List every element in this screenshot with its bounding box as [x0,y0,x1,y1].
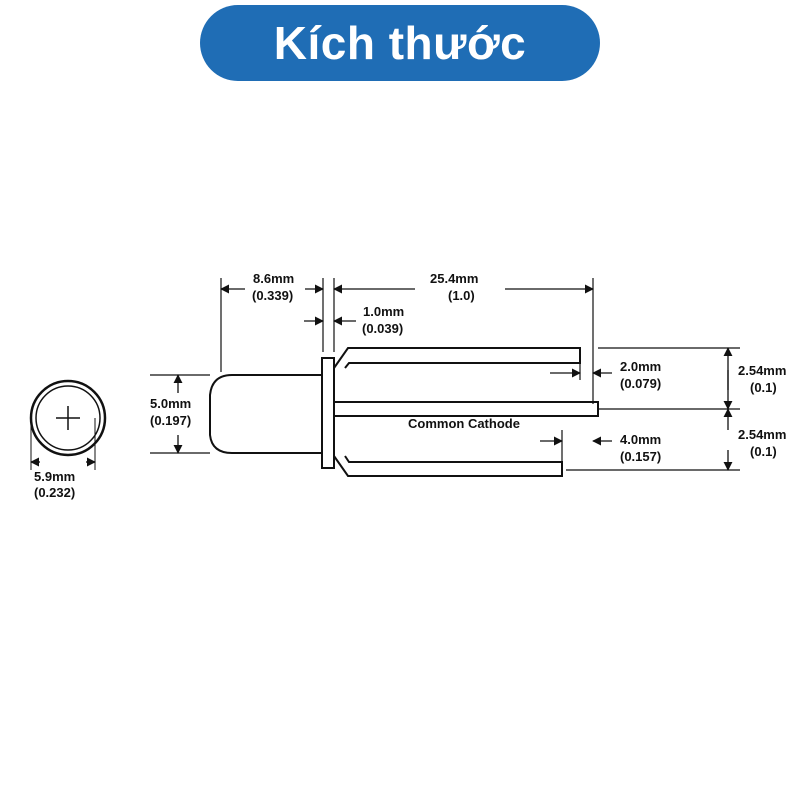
dimension-arrows [173,284,733,471]
front-dia-mm: 5.9mm [34,469,75,484]
body-length-in: (0.339) [252,288,293,303]
front-view [29,379,107,470]
flange-in: (0.039) [362,321,403,336]
led-body [209,347,599,477]
body-dia-in: (0.197) [150,413,191,428]
front-dia-in: (0.232) [34,485,75,500]
pitch-bottom-in: (0.1) [750,444,777,459]
cathode-diff-in: (0.157) [620,449,661,464]
lead-diff-in: (0.079) [620,376,661,391]
body-length-mm: 8.6mm [253,271,294,286]
pitch-bottom-mm: 2.54mm [738,427,786,442]
lead-length-in: (1.0) [448,288,475,303]
header-title: Kích thước [273,17,527,69]
common-cathode-label: Common Cathode [408,416,520,431]
extension-lines [150,278,740,476]
flange-mm: 1.0mm [363,304,404,319]
body-dia-mm: 5.0mm [150,396,191,411]
lead-diff-mm: 2.0mm [620,359,661,374]
lead-length-mm: 25.4mm [430,271,478,286]
cathode-diff-mm: 4.0mm [620,432,661,447]
pitch-top-mm: 2.54mm [738,363,786,378]
header-banner: Kích thước [200,5,600,81]
pitch-top-in: (0.1) [750,380,777,395]
